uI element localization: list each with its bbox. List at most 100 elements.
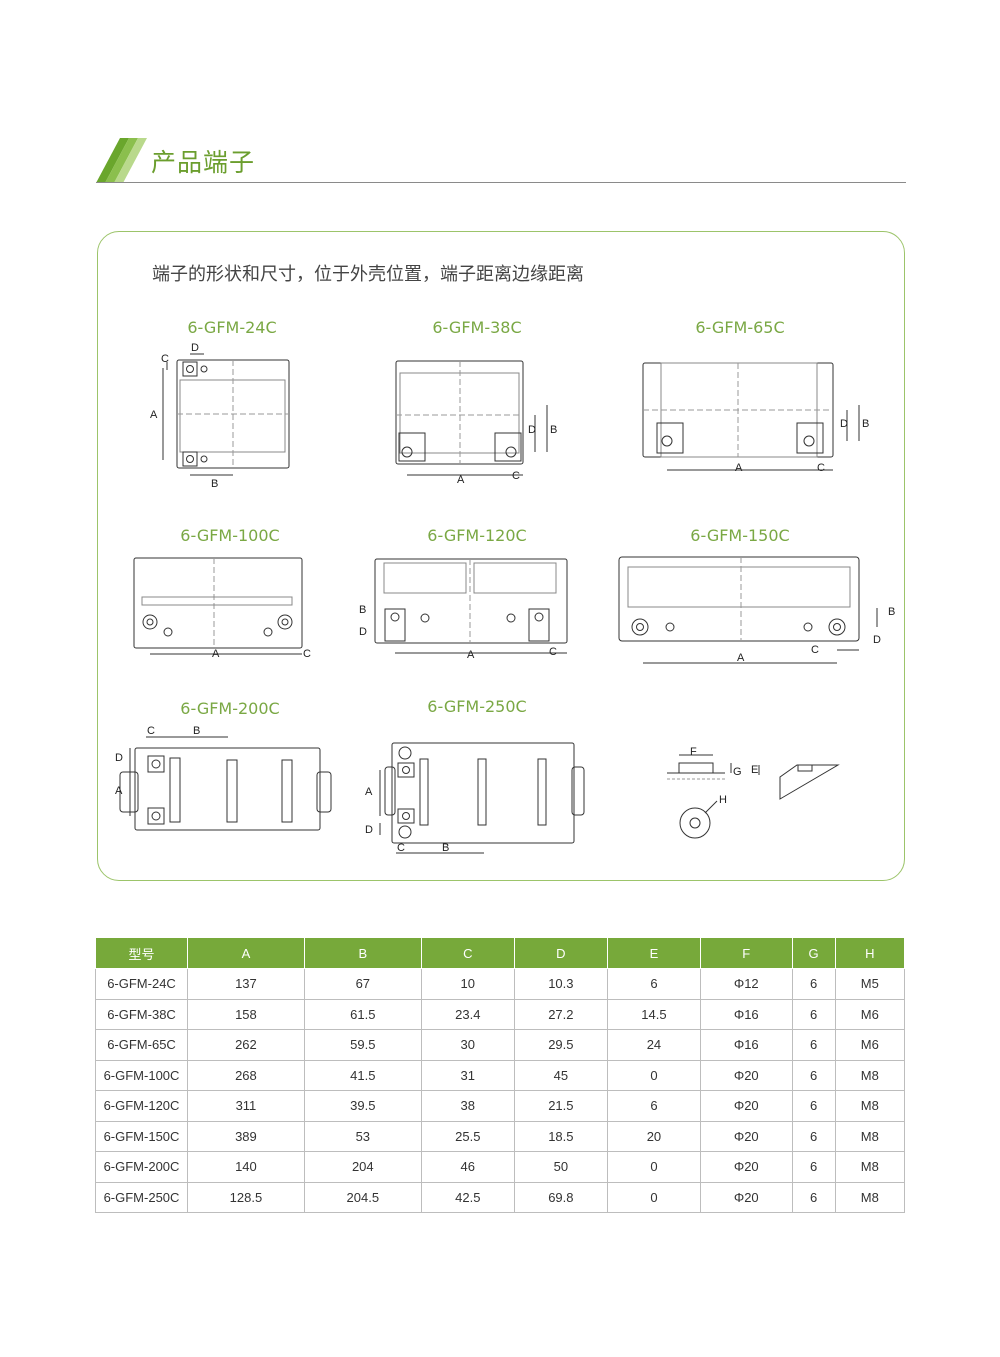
cell: 6-GFM-150C — [95, 1120, 188, 1152]
cell: M8 — [834, 1090, 906, 1122]
drawing-120c: A C B D — [355, 555, 595, 665]
header-rule — [96, 182, 906, 183]
cell: 45 — [513, 1059, 608, 1091]
cell: 137 — [187, 968, 305, 1000]
cell: 6 — [791, 1151, 836, 1183]
diagram-label-65c: 6-GFM-65C — [695, 318, 785, 337]
cell: 27.2 — [513, 998, 608, 1030]
diagram-label-200c: 6-GFM-200C — [180, 699, 280, 718]
dim-letter-h: H — [719, 794, 727, 806]
cell: 67 — [303, 968, 422, 1000]
header-b: B — [303, 937, 422, 969]
dim-letter-c: C — [817, 462, 825, 474]
cell: 6-GFM-120C — [95, 1090, 188, 1122]
dim-letter-d: D — [359, 626, 367, 638]
dim-letter-d: D — [840, 418, 848, 430]
cell: 262 — [187, 1029, 305, 1061]
dim-letter-a: A — [150, 409, 158, 421]
cell: Φ20 — [699, 1181, 793, 1213]
cell: 6-GFM-250C — [95, 1181, 188, 1213]
cell: 6 — [791, 968, 836, 1000]
drawing-100c: A C — [130, 555, 320, 660]
dim-letter-b: B — [442, 842, 449, 854]
cell: 204.5 — [303, 1181, 422, 1213]
dim-letter-e: E — [751, 764, 758, 776]
cell: 6 — [606, 968, 701, 1000]
dim-letter-f: F — [690, 746, 697, 758]
cell: 59.5 — [303, 1029, 422, 1061]
table-row: 6-GFM-150C 389 53 25.5 18.5 20 Φ20 6 M8 — [95, 1120, 906, 1152]
dim-letter-b: B — [193, 725, 200, 737]
cell: Φ12 — [699, 968, 793, 1000]
cell: 140 — [187, 1151, 305, 1183]
cell: M5 — [834, 968, 906, 1000]
dim-letter-d: D — [191, 342, 199, 354]
cell: M8 — [834, 1151, 906, 1183]
dim-letter-a: A — [467, 649, 475, 661]
cell: 6-GFM-200C — [95, 1151, 188, 1183]
dim-letter-b: B — [211, 478, 218, 490]
header-c: C — [420, 937, 515, 969]
header-stripes-logo — [96, 138, 147, 183]
table-row: 6-GFM-200C 140 204 46 50 0 Φ20 6 M8 — [95, 1151, 906, 1183]
table-header-row: 型号 A B C D E F G H — [95, 937, 906, 969]
cell: 30 — [420, 1029, 515, 1061]
section-header: 产品端子 — [96, 138, 906, 186]
cell: 42.5 — [420, 1181, 515, 1213]
cell: Φ16 — [699, 998, 793, 1030]
table-row: 6-GFM-250C 128.5 204.5 42.5 69.8 0 Φ20 6… — [95, 1181, 906, 1213]
header-model: 型号 — [95, 937, 188, 969]
dim-letter-a: A — [212, 648, 220, 660]
table-row: 6-GFM-24C 137 67 10 10.3 6 Φ12 6 M5 — [95, 968, 906, 1000]
cell: Φ20 — [699, 1059, 793, 1091]
cell: 46 — [420, 1151, 515, 1183]
dim-letter-a: A — [457, 474, 465, 485]
cell: 25.5 — [420, 1120, 515, 1152]
page-title: 产品端子 — [151, 148, 256, 177]
cell: 128.5 — [187, 1181, 305, 1213]
cell: 6-GFM-38C — [95, 998, 188, 1030]
table-row: 6-GFM-120C 311 39.5 38 21.5 6 Φ20 6 M8 — [95, 1090, 906, 1122]
dim-letter-a: A — [735, 462, 743, 474]
panel-description: 端子的形状和尺寸，位于外壳位置，端子距离边缘距离 — [152, 264, 584, 285]
cell: 6-GFM-100C — [95, 1059, 188, 1091]
cell: 311 — [187, 1090, 305, 1122]
header-d: D — [513, 937, 608, 969]
cell: 53 — [303, 1120, 422, 1152]
dim-letter-c: C — [512, 470, 520, 482]
cell: 29.5 — [513, 1029, 608, 1061]
dim-letter-a: A — [365, 786, 373, 798]
diagram-label-38c: 6-GFM-38C — [432, 318, 522, 337]
cell: 204 — [303, 1151, 422, 1183]
terminal-diagram-panel: 端子的形状和尺寸，位于外壳位置，端子距离边缘距离 — [97, 231, 905, 881]
cell: Φ20 — [699, 1151, 793, 1183]
cell: M8 — [834, 1059, 906, 1091]
cell: 10 — [420, 968, 515, 1000]
cell: 31 — [420, 1059, 515, 1091]
dim-letter-d: D — [528, 424, 536, 436]
dim-letter-d: D — [365, 824, 373, 836]
header-h: H — [834, 937, 906, 969]
dim-letter-c: C — [549, 646, 557, 658]
cell: Φ16 — [699, 1029, 793, 1061]
dim-letter-b: B — [550, 424, 557, 436]
dim-letter-a: A — [737, 652, 745, 664]
dim-letter-c: C — [147, 725, 155, 737]
cell: 6 — [606, 1090, 701, 1122]
table-row: 6-GFM-38C 158 61.5 23.4 27.2 14.5 Φ16 6 … — [95, 998, 906, 1030]
drawing-200c: C B D A — [110, 720, 340, 845]
dim-letter-c: C — [161, 353, 169, 365]
dim-letter-g: G — [733, 766, 742, 778]
cell: M8 — [834, 1120, 906, 1152]
dim-letter-b: B — [888, 606, 895, 618]
cell: 0 — [606, 1151, 701, 1183]
cell: M6 — [834, 998, 906, 1030]
dim-letter-b: B — [862, 418, 869, 430]
cell: 14.5 — [606, 998, 701, 1030]
drawing-24c: A B C D — [145, 340, 305, 490]
dim-letter-c: C — [303, 648, 311, 660]
header-f: F — [699, 937, 793, 969]
dim-letter-d: D — [873, 634, 881, 646]
cell: 6 — [791, 1120, 836, 1152]
cell: 268 — [187, 1059, 305, 1091]
